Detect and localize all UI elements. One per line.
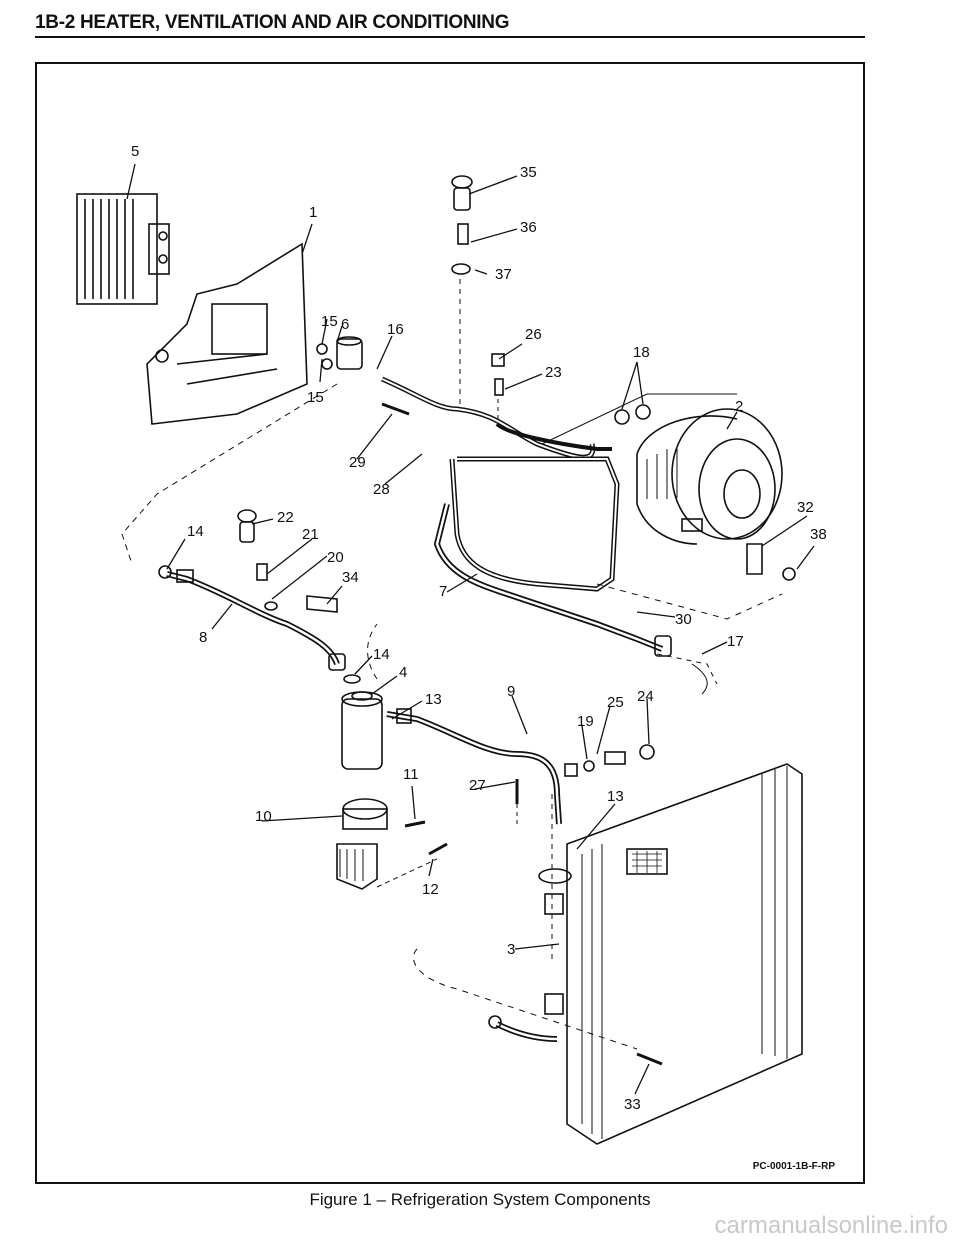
callout: 33 (624, 1096, 641, 1113)
callout: 17 (727, 633, 744, 650)
callout: 14 (373, 646, 390, 663)
callout: 5 (131, 143, 139, 160)
callout: 18 (633, 344, 650, 361)
callout: 32 (797, 499, 814, 516)
condenser (538, 763, 803, 1145)
figure-code: PC-0001-1B-F-RP (752, 1161, 835, 1172)
page-header: 1B-2 HEATER, VENTILATION AND AIR CONDITI… (35, 12, 510, 33)
callout: 23 (545, 364, 562, 381)
figure-caption: Figure 1 – Refrigeration System Componen… (309, 1190, 651, 1209)
callout: 2 (735, 398, 743, 415)
callout-labels: 5 1 35 36 37 15 6 16 26 23 18 2 15 29 28… (131, 143, 827, 1113)
callout: 7 (439, 583, 447, 600)
callout: 15 (321, 313, 338, 330)
callout: 20 (327, 549, 344, 566)
callout: 30 (675, 611, 692, 628)
callout: 3 (507, 941, 515, 958)
callout: 1 (309, 204, 317, 221)
callout: 10 (255, 808, 272, 825)
callout: 27 (469, 777, 486, 794)
callout: 13 (425, 691, 442, 708)
callout: 28 (373, 481, 390, 498)
callout: 4 (399, 664, 407, 681)
callout: 36 (520, 219, 537, 236)
refrigeration-diagram: 5 1 35 36 37 15 6 16 26 23 18 2 15 29 28… (76, 143, 827, 1145)
figure-frame: 5 1 35 36 37 15 6 16 26 23 18 2 15 29 28… (35, 62, 865, 1184)
evaporator-case (146, 242, 308, 425)
callout: 29 (349, 454, 366, 471)
callout: 15 (307, 389, 324, 406)
callout: 37 (495, 266, 512, 283)
compressor (636, 408, 783, 545)
callout: 14 (187, 523, 204, 540)
callout: 19 (577, 713, 594, 730)
callout: 26 (525, 326, 542, 343)
watermark: carmanualsonline.info (714, 1212, 948, 1239)
callout: 24 (637, 688, 654, 705)
callout: 13 (607, 788, 624, 805)
callout: 38 (810, 526, 827, 543)
callout: 25 (607, 694, 624, 711)
callout: 6 (341, 316, 349, 333)
callout: 21 (302, 526, 319, 543)
callout: 16 (387, 321, 404, 338)
callout: 12 (422, 881, 439, 898)
callout: 8 (199, 629, 207, 646)
callout: 35 (520, 164, 537, 181)
callout: 9 (507, 683, 515, 700)
header-rule (35, 36, 865, 38)
callout: 22 (277, 509, 294, 526)
accumulator (341, 691, 383, 770)
evaporator-core (76, 193, 170, 305)
callout: 34 (342, 569, 359, 586)
callout: 11 (403, 766, 419, 783)
